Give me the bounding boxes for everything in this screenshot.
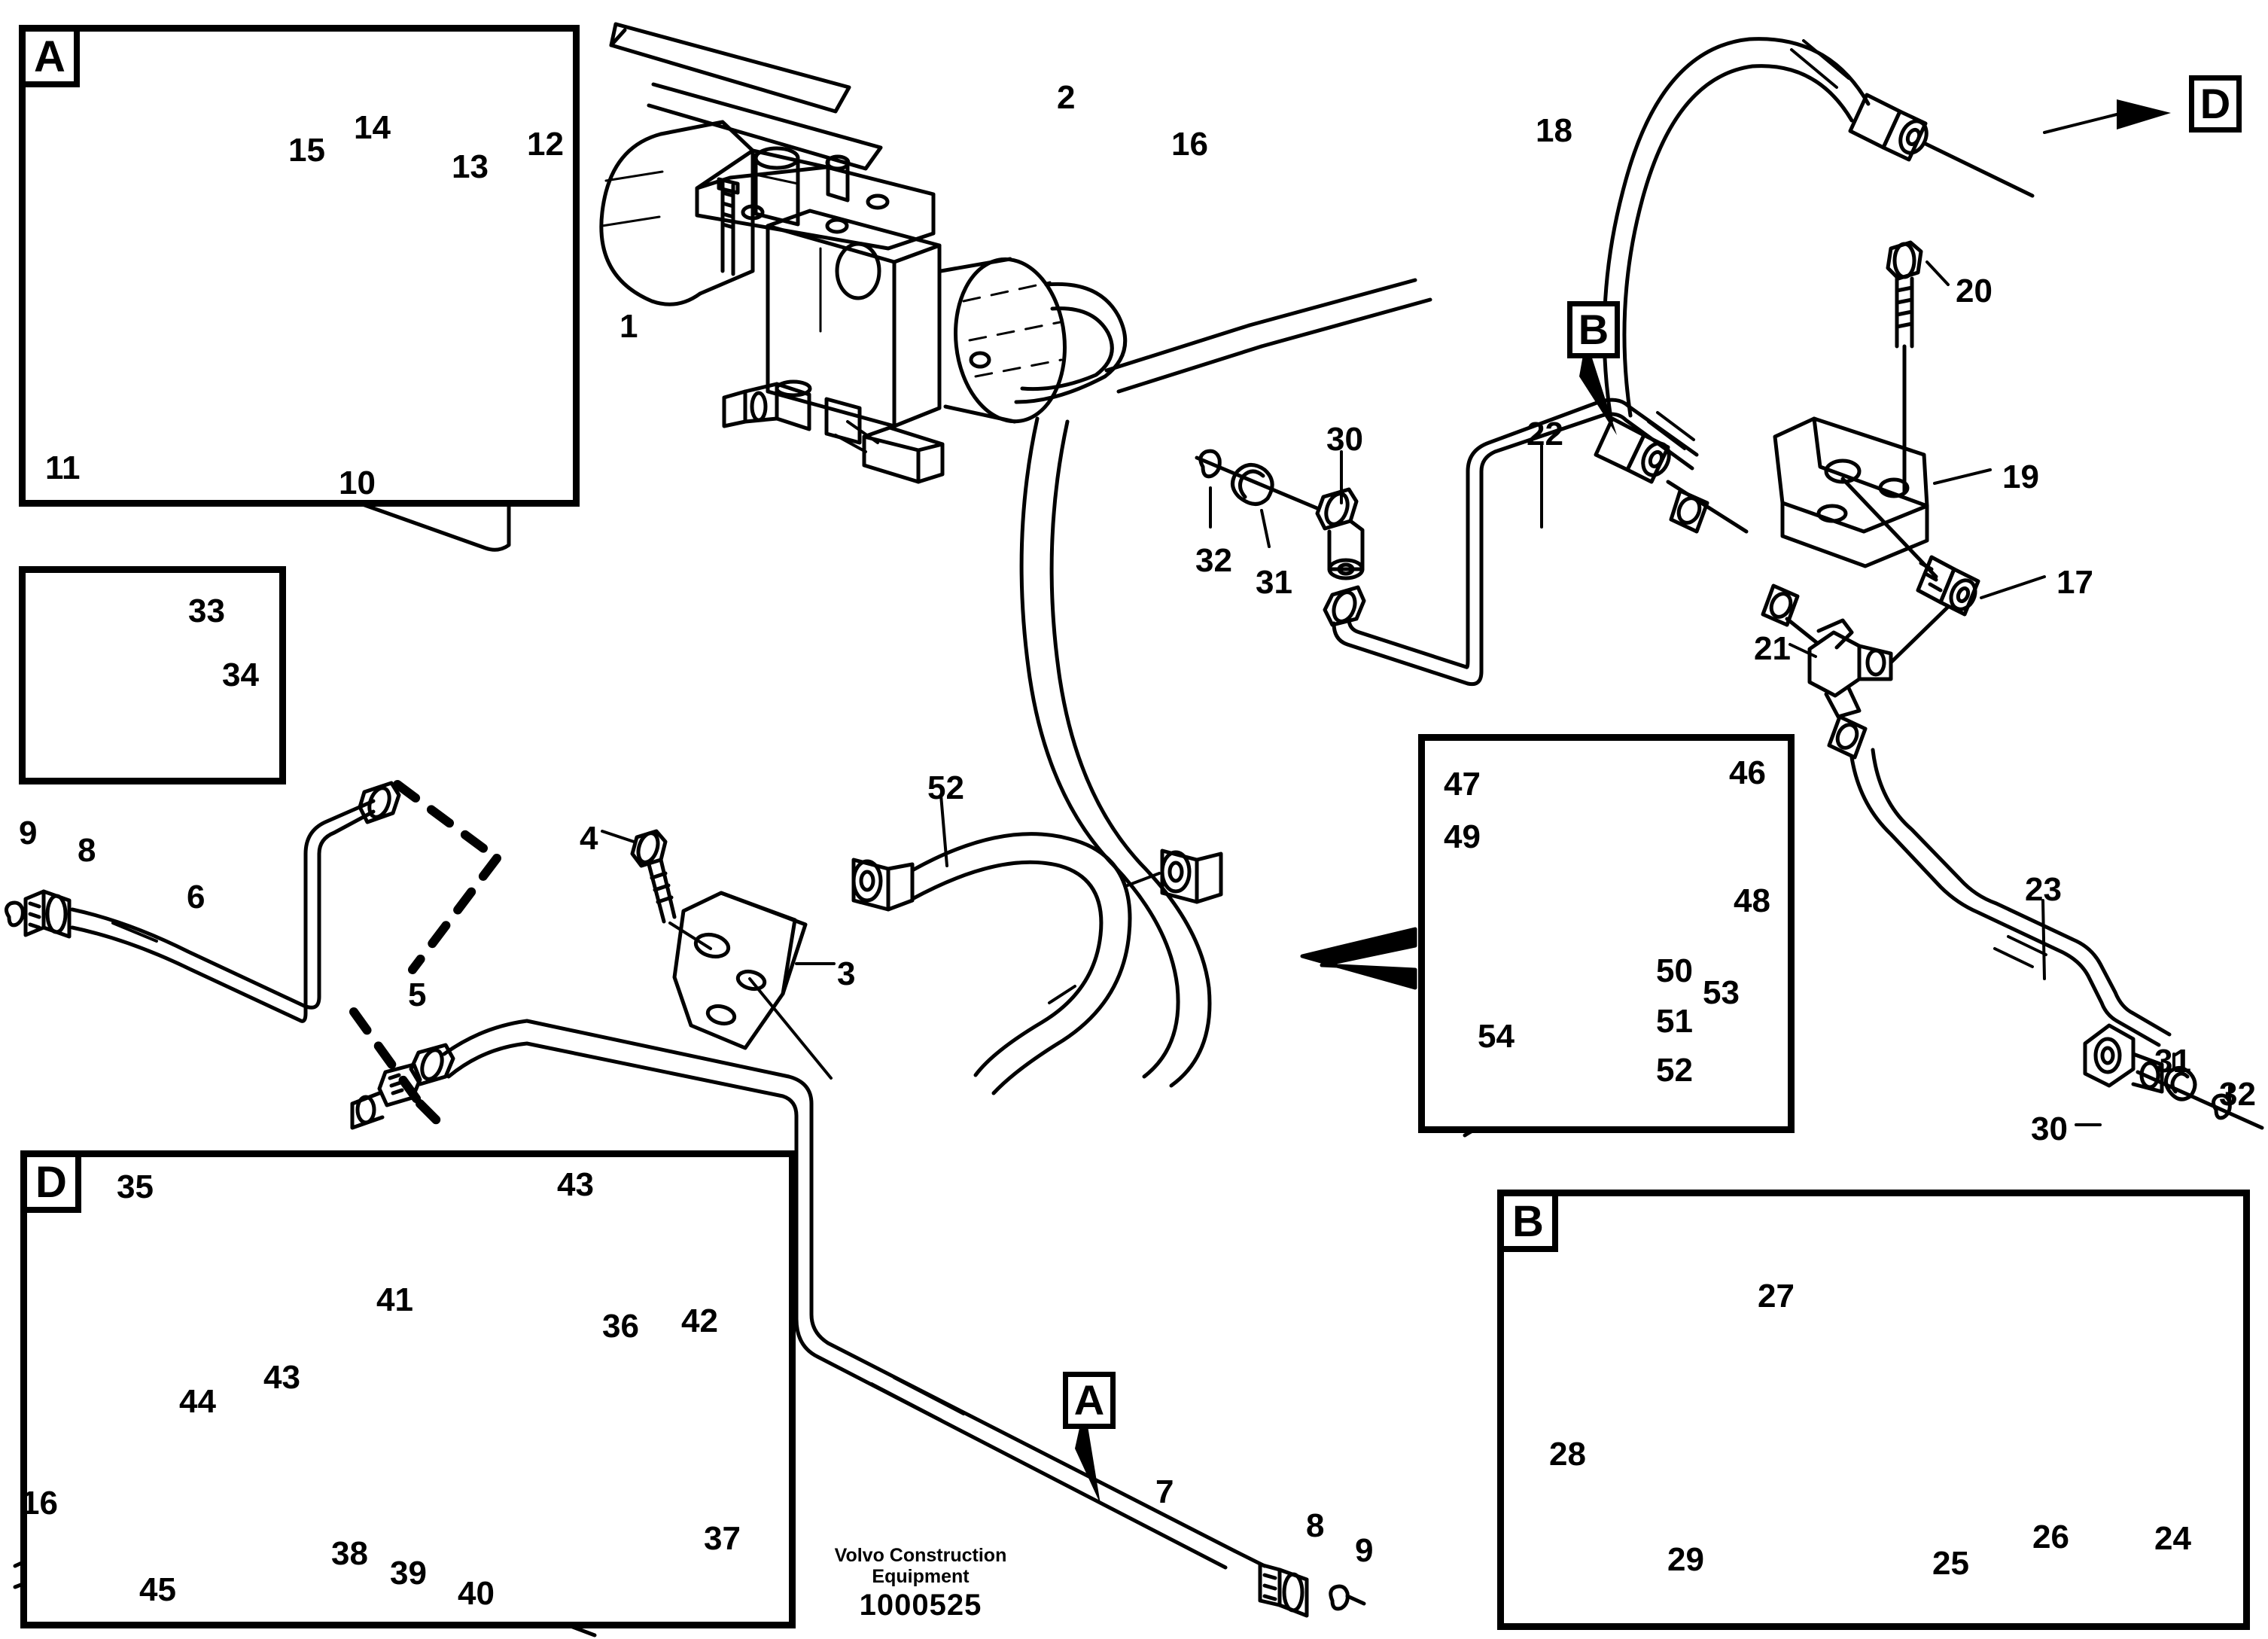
callout-number-8: 8 bbox=[78, 832, 96, 869]
callout-number-41: 41 bbox=[376, 1281, 413, 1318]
callout-number-15: 15 bbox=[288, 132, 325, 169]
panel-bracket-33-34 bbox=[19, 566, 286, 784]
panel-d-bottom-left: D bbox=[20, 1150, 796, 1628]
callout-number-1: 1 bbox=[620, 308, 638, 345]
callout-number-9: 9 bbox=[1355, 1532, 1374, 1569]
callout-number-43: 43 bbox=[557, 1166, 594, 1203]
callout-number-51: 51 bbox=[1656, 1003, 1693, 1040]
callout-number-19: 19 bbox=[2002, 458, 2039, 495]
callout-number-7: 7 bbox=[1155, 1473, 1174, 1510]
callout-number-9: 9 bbox=[19, 815, 38, 851]
callout-number-43: 43 bbox=[263, 1359, 300, 1396]
flag-callout-b: B bbox=[1567, 301, 1620, 358]
callout-number-27: 27 bbox=[1758, 1278, 1795, 1315]
callout-number-17: 17 bbox=[2056, 564, 2093, 601]
callout-number-26: 26 bbox=[2032, 1519, 2069, 1555]
part-number: 1000525 bbox=[859, 1589, 982, 1622]
callout-number-32: 32 bbox=[2219, 1076, 2256, 1113]
callout-number-53: 53 bbox=[1703, 974, 1740, 1011]
callout-number-37: 37 bbox=[704, 1520, 741, 1557]
brand-line-1: Volvo Construction bbox=[834, 1545, 1007, 1566]
callout-number-52: 52 bbox=[1656, 1052, 1693, 1089]
callout-number-46: 46 bbox=[1729, 754, 1766, 791]
callout-number-10: 10 bbox=[339, 465, 376, 501]
callout-number-42: 42 bbox=[681, 1302, 718, 1339]
panel-46-center-right bbox=[1418, 734, 1795, 1133]
callout-number-23: 23 bbox=[2025, 871, 2062, 908]
callout-number-52: 52 bbox=[927, 769, 964, 806]
callout-number-14: 14 bbox=[354, 109, 391, 146]
callout-number-50: 50 bbox=[1656, 952, 1693, 989]
flag-callout-a: A bbox=[1063, 1372, 1116, 1429]
callout-number-30: 30 bbox=[2031, 1110, 2068, 1147]
callout-number-5: 5 bbox=[408, 976, 427, 1013]
callout-number-29: 29 bbox=[1667, 1541, 1704, 1578]
callout-number-13: 13 bbox=[452, 148, 489, 185]
callout-number-6: 6 bbox=[187, 879, 205, 915]
brand-line-2: Equipment bbox=[872, 1566, 970, 1587]
callout-number-45: 45 bbox=[139, 1571, 176, 1608]
callout-number-35: 35 bbox=[117, 1168, 154, 1205]
flag-callout-d: D bbox=[2189, 75, 2242, 133]
callout-number-24: 24 bbox=[2154, 1520, 2191, 1557]
callout-number-34: 34 bbox=[222, 657, 259, 693]
callout-number-16: 16 bbox=[21, 1485, 58, 1522]
callout-number-39: 39 bbox=[390, 1555, 427, 1592]
callout-number-21: 21 bbox=[1754, 630, 1791, 667]
callout-number-20: 20 bbox=[1956, 273, 1992, 309]
callout-number-31: 31 bbox=[2154, 1043, 2191, 1080]
callout-number-40: 40 bbox=[458, 1575, 495, 1612]
callout-number-28: 28 bbox=[1549, 1436, 1586, 1473]
callout-number-25: 25 bbox=[1932, 1545, 1969, 1582]
panel-tag-d: D bbox=[27, 1157, 81, 1213]
callout-number-49: 49 bbox=[1444, 818, 1481, 855]
panel-tag-b: B bbox=[1504, 1196, 1558, 1252]
callout-number-3: 3 bbox=[837, 955, 856, 992]
callout-number-32: 32 bbox=[1195, 542, 1232, 579]
callout-number-33: 33 bbox=[188, 593, 225, 629]
callout-number-12: 12 bbox=[527, 126, 564, 163]
callout-number-18: 18 bbox=[1536, 112, 1572, 149]
callout-number-47: 47 bbox=[1444, 766, 1481, 803]
callout-number-30: 30 bbox=[1326, 421, 1363, 458]
callout-number-48: 48 bbox=[1734, 882, 1770, 919]
callout-number-44: 44 bbox=[179, 1383, 216, 1420]
panel-tag-a: A bbox=[26, 32, 80, 87]
callout-number-54: 54 bbox=[1478, 1018, 1515, 1055]
panel-a-top-left: A bbox=[19, 25, 580, 507]
callout-number-36: 36 bbox=[602, 1308, 639, 1345]
callout-number-31: 31 bbox=[1256, 564, 1292, 601]
callout-number-22: 22 bbox=[1527, 416, 1563, 452]
callout-number-11: 11 bbox=[45, 449, 81, 486]
callout-number-38: 38 bbox=[331, 1535, 368, 1572]
callout-number-8: 8 bbox=[1306, 1507, 1325, 1544]
panel-b-bottom-right: B bbox=[1497, 1190, 2250, 1630]
callout-number-4: 4 bbox=[580, 820, 598, 857]
callout-number-16: 16 bbox=[1171, 126, 1208, 163]
callout-number-2: 2 bbox=[1057, 79, 1076, 116]
